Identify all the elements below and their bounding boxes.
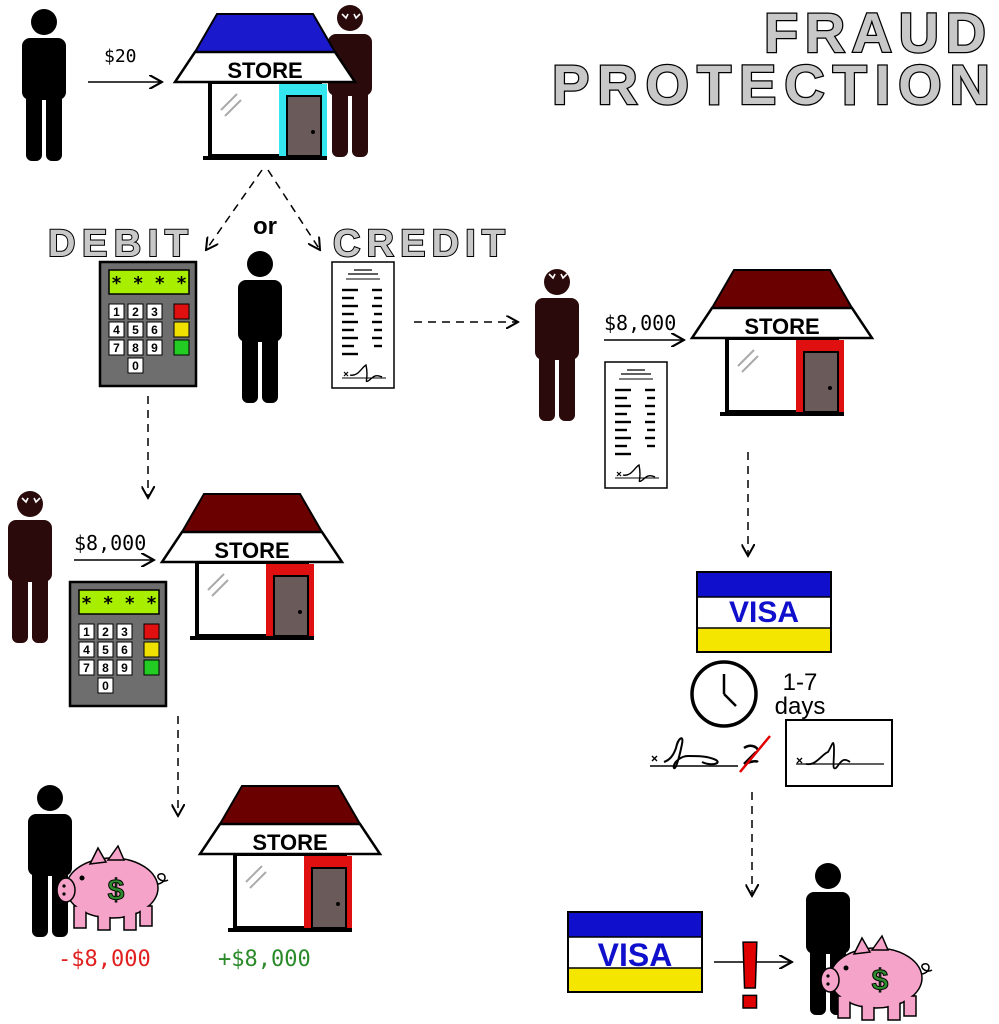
store-gain: +$8,000 [218,947,311,972]
customer-figure [22,9,66,161]
key-9: 9 [151,341,158,355]
not-equal-icon [739,735,771,773]
key-0: 0 [132,359,139,373]
store-credit-label: STORE [744,314,819,339]
debit-fraud-amount: $8,000 [74,531,146,555]
arrow-to-credit [267,169,320,250]
key-4: 4 [83,643,90,657]
piggy-dollar-icon: $ [872,964,889,997]
visa-card-2-label: VISA [598,937,673,973]
key-7: 7 [83,661,90,675]
key-6: 6 [151,323,158,337]
key-7: 7 [113,341,120,355]
key-9: 9 [121,661,128,675]
keypad-top-screen: * * * * [111,273,187,294]
time-unit: days [775,693,826,720]
real-signature-card [785,719,893,787]
store-debit-result: STORE [197,785,383,932]
title-line-2: PROTECTION [552,53,990,116]
visa-card-1: VISA [696,571,832,653]
key-8: 8 [132,341,139,355]
receipt-choice [330,260,396,390]
store-top: STORE [172,13,358,160]
title: FRAUD PROTECTION [551,0,992,117]
store-top-label: STORE [227,58,302,83]
keypad-debit-screen: * * * * [81,593,157,614]
fraud-signature [650,737,738,770]
key-6: 6 [121,643,128,657]
key-1: 1 [113,305,120,319]
time-value: 1-7 [783,669,818,696]
key-8: 8 [102,661,109,675]
key-2: 2 [132,305,139,319]
clock-icon [690,660,758,728]
thief-figure-debit [8,491,52,643]
store-debit: STORE [159,493,345,640]
visa-card-1-label: VISA [729,596,799,629]
or-label: or [253,213,277,240]
key-1: 1 [83,625,90,639]
store-credit: STORE [689,269,875,416]
customer-loss: -$8,000 [58,947,151,972]
key-5: 5 [132,323,139,337]
store-debit-label: STORE [214,538,289,563]
credit-fraud-amount: $8,000 [604,311,676,335]
key-0: 0 [102,679,109,693]
thief-figure-credit [535,269,579,421]
alert-icon: ! [734,922,766,1024]
key-4: 4 [113,323,120,337]
debit-label: DEBIT [48,223,188,265]
keypad-debit: * * * * 1 2 3 4 5 6 7 8 9 0 [68,580,168,708]
arrow-to-debit [206,169,263,250]
person-choice [238,251,282,403]
credit-label: CREDIT [333,223,505,265]
key-3: 3 [121,625,128,639]
key-2: 2 [102,625,109,639]
key-3: 3 [151,305,158,319]
piggy-dollar-icon: $ [108,874,125,907]
payment-amount: $20 [104,46,137,67]
receipt-fraud [603,360,669,490]
keypad-top: * * * * 1 2 3 4 5 6 7 8 9 0 [98,260,198,388]
visa-card-2: VISA [567,911,703,993]
customer-debit-result [28,785,72,937]
key-5: 5 [102,643,109,657]
piggy-bank-debit: $ [56,845,169,931]
piggy-bank-credit: $ [820,935,933,1021]
thief-figure-top [328,5,372,157]
store-result-label: STORE [252,830,327,855]
